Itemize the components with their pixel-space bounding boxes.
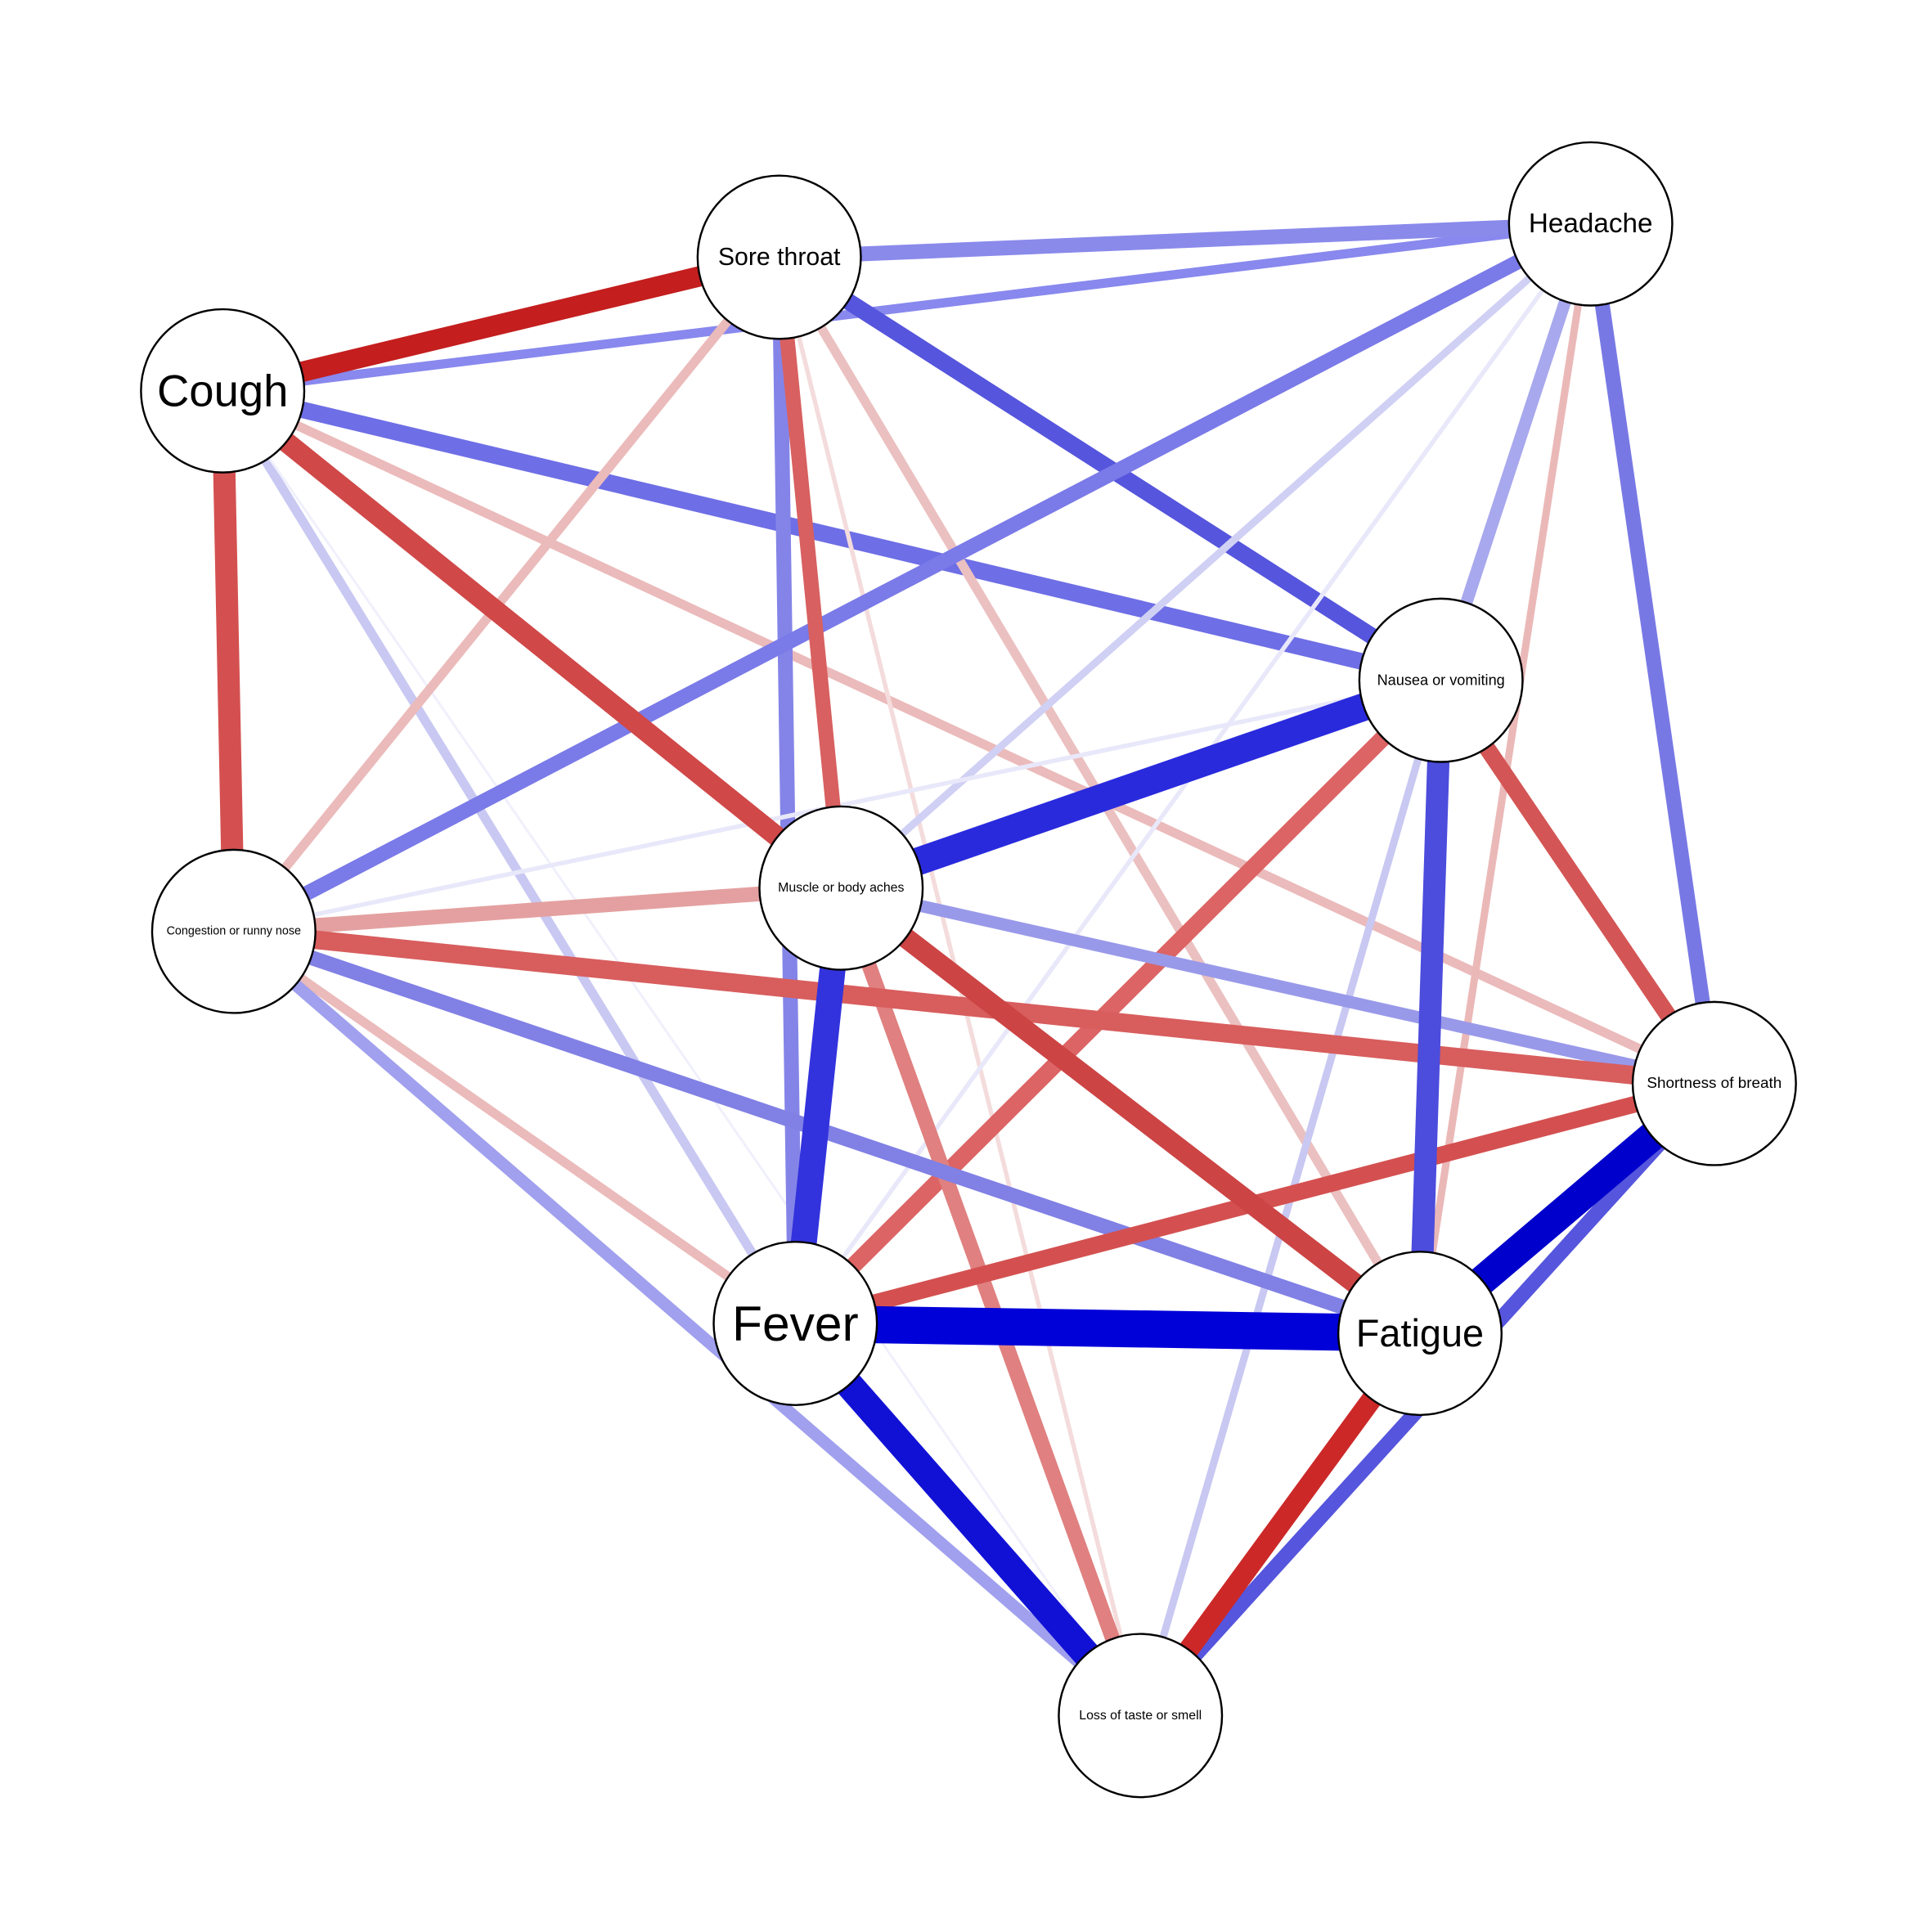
node-circle [758, 805, 924, 971]
node-cough: Cough [140, 308, 306, 474]
node-naus: Nausea or vomiting [1358, 597, 1524, 763]
edge-cong-loss [229, 926, 1145, 1721]
edge-cough-head [222, 219, 1592, 396]
node-sore: Sore throat [696, 174, 862, 340]
edge-head-sob [1583, 222, 1722, 1085]
edge-cough-fever [218, 388, 800, 1326]
edge-cough-cong [211, 390, 245, 932]
edges-layer [211, 216, 1724, 1725]
node-label: Shortness of breath [1647, 1075, 1781, 1092]
node-label: Congestion or runny nose [167, 925, 301, 938]
node-fever: Fever [712, 1241, 878, 1407]
edge-cong-sob [232, 922, 1716, 1093]
node-label: Headache [1529, 209, 1653, 239]
node-circle [696, 174, 862, 340]
edge-naus-musc [836, 667, 1446, 901]
edge-sore-fever [771, 257, 803, 1324]
node-label: Fatigue [1356, 1312, 1484, 1355]
node-head: Headache [1507, 141, 1674, 307]
node-circle [1631, 1000, 1797, 1166]
node-label: Cough [157, 366, 288, 416]
node-circle [1337, 1251, 1503, 1417]
edge-fever-fat [794, 1305, 1421, 1352]
node-label: Sore throat [718, 244, 841, 271]
node-sob: Shortness of breath [1631, 1000, 1797, 1166]
node-label: Muscle or body aches [778, 881, 904, 895]
node-circle [140, 308, 306, 474]
edge-cough-musc [216, 383, 848, 896]
edge-cong-fever [231, 928, 798, 1328]
edge-musc-sob [839, 882, 1716, 1090]
edge-musc-loss [833, 885, 1148, 1719]
node-cong: Congestion or runny nose [151, 848, 317, 1014]
edge-cough-sob [220, 386, 1717, 1088]
edge-musc-fat [834, 879, 1427, 1342]
node-circle [712, 1241, 878, 1407]
node-circle [1507, 141, 1674, 307]
edge-sore-cong [230, 254, 784, 935]
edge-fever-loss [784, 1314, 1151, 1725]
node-fat: Fatigue [1337, 1251, 1503, 1417]
edge-head-cong [230, 217, 1594, 938]
node-circle [1058, 1633, 1224, 1799]
node-loss: Loss of taste or smell [1058, 1633, 1224, 1799]
node-label: Loss of taste or smell [1079, 1709, 1202, 1723]
edge-musc-cong [233, 880, 842, 939]
edge-sore-head [779, 216, 1592, 265]
edge-sore-musc [771, 256, 849, 889]
node-circle [151, 848, 317, 1014]
edge-cough-loss [221, 389, 1142, 1717]
node-musc: Muscle or body aches [758, 805, 924, 971]
edge-cough-sore [220, 247, 782, 401]
node-label: Nausea or vomiting [1377, 672, 1505, 689]
edge-cough-naus [220, 382, 1444, 689]
node-label: Fever [732, 1296, 859, 1351]
node-circle [1358, 597, 1524, 763]
edge-naus-fat [1409, 680, 1453, 1334]
edge-naus-fever [789, 674, 1447, 1330]
